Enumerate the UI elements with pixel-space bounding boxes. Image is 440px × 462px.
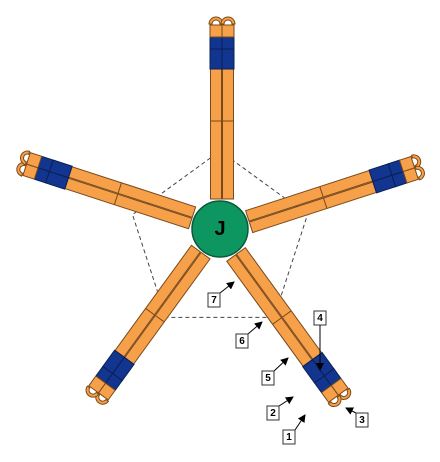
bracket-cap-icon: [220, 16, 236, 25]
callout-label: 3: [359, 415, 365, 426]
gripper-orange-block: [402, 167, 419, 184]
gripper-body: [48, 159, 73, 179]
gripper-orange-block: [88, 375, 107, 394]
arm-rod: [114, 244, 202, 358]
arm-rod: [226, 254, 313, 368]
bracket-cap-icon: [414, 165, 425, 181]
bracket-cap-icon: [20, 150, 31, 166]
arm-rod: [222, 68, 234, 200]
gripper-body: [209, 48, 223, 70]
leader-arrow-icon: [273, 357, 289, 372]
arm-rod: [210, 68, 222, 200]
callout-5: 5: [261, 357, 289, 386]
arm-2: [244, 154, 425, 234]
bracket-cap-icon: [327, 394, 342, 408]
leader-arrow-icon: [247, 321, 263, 335]
callouts-group: 1 2 3 4 5 6 7: [207, 281, 369, 445]
gripper-body: [102, 349, 126, 375]
arm-3: [226, 246, 352, 408]
callout-label: 1: [286, 432, 292, 443]
gripper-body: [372, 174, 397, 194]
callout-6: 6: [235, 321, 263, 349]
bracket-cap-icon: [85, 385, 100, 398]
callout-label: 5: [265, 373, 271, 384]
callout-7: 7: [207, 281, 235, 308]
arm-rod: [124, 251, 211, 365]
callout-label: 4: [317, 313, 323, 324]
arms-group: [16, 16, 425, 408]
arm-5: [16, 150, 197, 230]
arm-rod: [235, 246, 323, 361]
callout-1: 1: [282, 414, 306, 445]
gripper-blue-block: [209, 36, 223, 50]
gripper-orange-block: [221, 24, 235, 38]
arm-4: [85, 244, 211, 405]
gripper-orange-block: [320, 384, 339, 403]
callout-2: 2: [266, 396, 294, 421]
callout-3: 3: [345, 407, 369, 428]
leader-arrow-icon: [294, 414, 306, 431]
hub-label: J: [214, 218, 225, 240]
callout-label: 7: [211, 295, 217, 306]
gripper-orange-block: [209, 24, 223, 38]
gripper-blue-block: [221, 36, 235, 50]
callout-4: 4: [313, 310, 327, 371]
leader-arrow-icon: [219, 281, 235, 294]
callout-label: 6: [239, 336, 245, 347]
gripper-body: [221, 48, 235, 70]
gripper-orange-block: [25, 152, 43, 169]
leader-arrow-icon: [278, 396, 294, 407]
arm-1: [208, 16, 236, 200]
leader-arrow-icon: [345, 407, 357, 415]
hub: J: [191, 200, 249, 258]
callout-label: 2: [270, 408, 276, 419]
